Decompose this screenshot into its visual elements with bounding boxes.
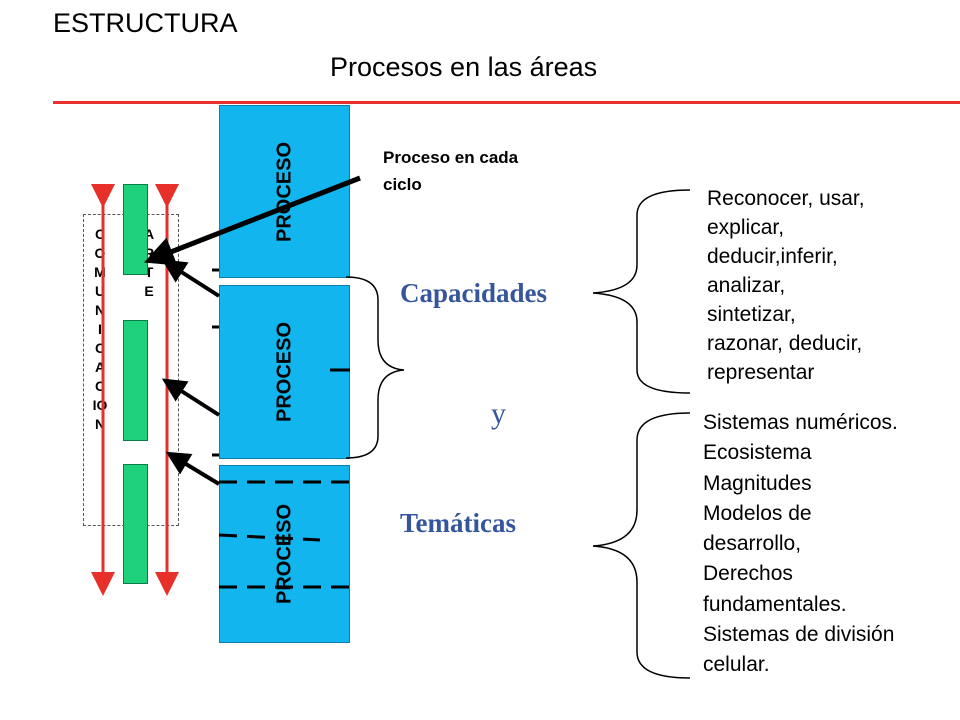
process-note: Proceso en cada ciclo [383,148,519,194]
capacidades-heading: Capacidades [400,278,548,308]
note-pointer-arrow [144,175,361,266]
black-arrow [161,378,221,417]
green-bar-middle [123,320,148,441]
brace-left [345,276,405,459]
green-bar-bottom [123,464,148,584]
black-arrow [161,259,221,298]
list-item: desarrollo, [703,532,802,556]
green-bar-top [123,184,148,275]
list-item: sintetizar, [707,303,796,326]
list-item: Ecosistema [703,441,812,465]
brace-tematicas [592,412,691,679]
tematicas-list: Sistemas numéricos. Ecosistema Magnitude… [703,408,898,681]
page-title: ESTRUCTURA [53,8,238,38]
list-item: Derechos [703,562,793,586]
process-box-3: PROCESO [219,465,350,643]
list-item: fundamentales. [703,592,847,616]
dashed-line [218,533,321,542]
list-item: explicar, [707,216,785,239]
tematicas-heading: Temáticas [400,508,516,538]
list-item: representar [707,361,815,384]
list-item: celular. [703,653,770,677]
page-subtitle: Procesos en las áreas [330,52,598,82]
list-item: razonar, deducir, [707,332,863,355]
list-item: Sistemas numéricos. [703,411,898,434]
list-item: Sistemas de división [703,623,895,647]
connector-y: y [491,397,506,430]
list-item: analizar, [707,274,786,297]
list-item: Reconocer, usar, [707,187,865,210]
list-item: deducir,inferir, [707,245,838,268]
list-item: Magnitudes [703,471,812,495]
title-underline [53,101,960,104]
brace-capacidades [592,189,691,394]
list-item: Modelos de [703,501,812,525]
black-arrow [165,451,221,486]
process-box-2: PROCESO [219,285,350,459]
capacidades-list: Reconocer, usar, explicar, deducir,infer… [707,184,865,387]
